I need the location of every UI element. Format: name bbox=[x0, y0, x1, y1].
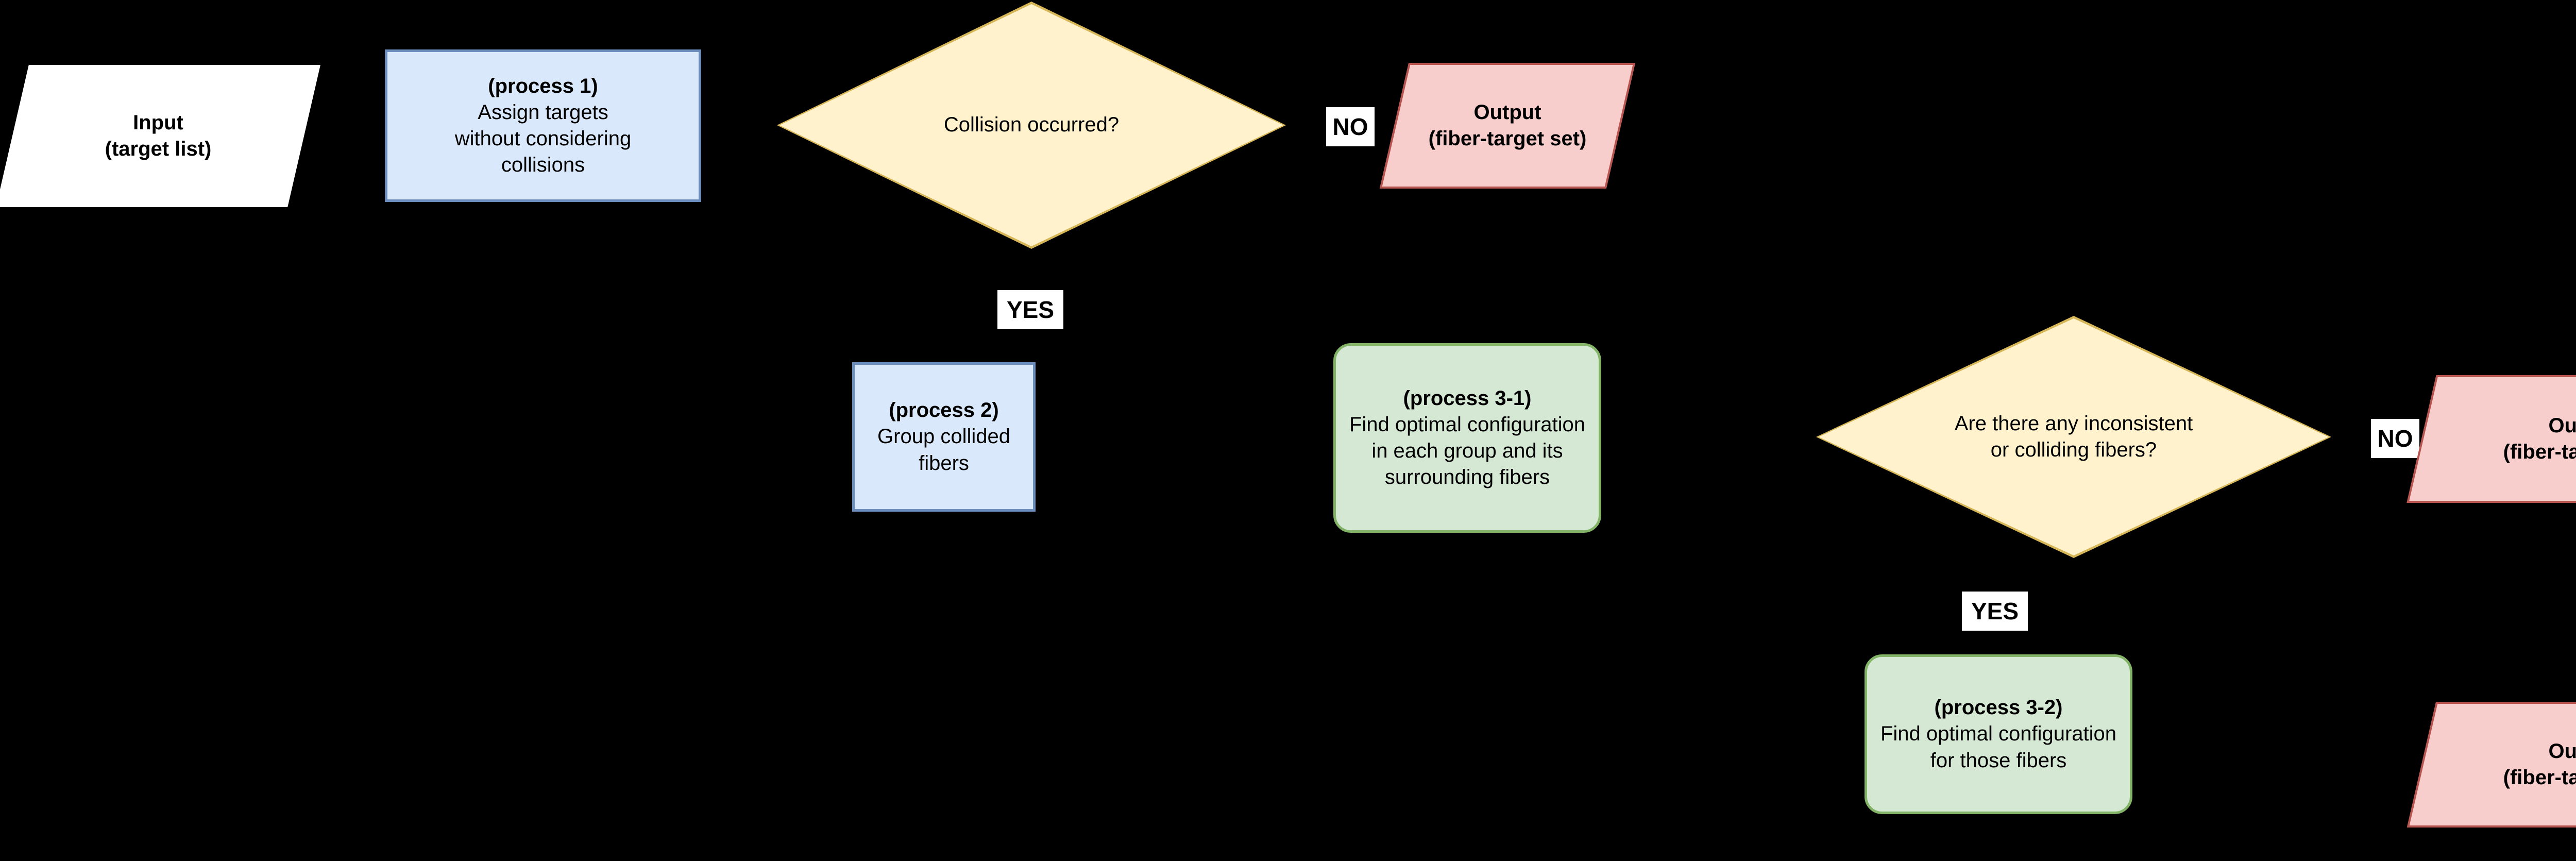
node-output-2[interactable]: Output (fiber-target set) bbox=[2406, 375, 2576, 503]
output-2-shape-skin bbox=[2406, 375, 2576, 503]
edge-label-yes-1: YES bbox=[997, 290, 1063, 329]
edge-label-no-1: NO bbox=[1326, 107, 1375, 146]
node-process-3-1-line-1: (process 3-1) bbox=[1403, 386, 1532, 410]
node-process-3-2-text: (process 3-2) Find optimal configuration… bbox=[1867, 657, 2130, 812]
node-process-2-text: (process 2) Group collided fibers bbox=[855, 365, 1033, 509]
edge-label-no-2: NO bbox=[2371, 419, 2419, 458]
node-process-2[interactable]: (process 2) Group collided fibers bbox=[852, 362, 1036, 512]
node-process-3-2-line-3: for those fibers bbox=[1930, 749, 2067, 772]
edge-label-yes-2: YES bbox=[1962, 592, 2028, 631]
node-process-3-2[interactable]: (process 3-2) Find optimal configuration… bbox=[1865, 654, 2132, 814]
output-1-shape-skin bbox=[1379, 63, 1636, 189]
node-process-2-line-3: fibers bbox=[919, 451, 969, 475]
node-process-2-line-2: Group collided bbox=[877, 425, 1010, 448]
node-process-3-1-line-2: Find optimal configuration bbox=[1349, 413, 1586, 436]
node-process-3-1-line-4: surrounding fibers bbox=[1384, 466, 1550, 489]
node-process-3-1[interactable]: (process 3-1) Find optimal configuration… bbox=[1333, 343, 1601, 533]
input-shape-skin bbox=[0, 65, 320, 207]
node-process-2-line-1: (process 2) bbox=[889, 399, 999, 422]
node-output-3[interactable]: Output (fiber-target set) bbox=[2406, 702, 2576, 828]
node-process-1-line-2: Assign targets bbox=[478, 100, 608, 124]
node-process-3-1-line-3: in each group and its bbox=[1371, 440, 1563, 462]
decision-1-fill bbox=[779, 4, 1283, 246]
node-process-3-1-text: (process 3-1) Find optimal configuration… bbox=[1336, 346, 1599, 530]
node-process-1-line-4: collisions bbox=[501, 154, 585, 177]
node-process-3-2-line-2: Find optimal configuration bbox=[1880, 722, 2117, 746]
output-3-shape-skin bbox=[2406, 702, 2576, 828]
node-output-1[interactable]: Output (fiber-target set) bbox=[1379, 63, 1636, 189]
node-decision-1[interactable]: Collision occurred? bbox=[777, 2, 1286, 249]
node-process-1[interactable]: (process 1) Assign targets without consi… bbox=[385, 49, 701, 202]
node-input[interactable]: Input (target list) bbox=[0, 65, 320, 207]
node-process-3-2-line-1: (process 3-2) bbox=[1934, 696, 2063, 719]
node-process-1-text: (process 1) Assign targets without consi… bbox=[387, 52, 699, 199]
node-decision-2[interactable]: Are there any inconsistent or colliding … bbox=[1816, 316, 2331, 558]
node-process-1-line-3: without considering bbox=[454, 127, 632, 150]
decision-2-fill bbox=[1819, 318, 2329, 555]
node-process-1-line-1: (process 1) bbox=[488, 74, 598, 97]
